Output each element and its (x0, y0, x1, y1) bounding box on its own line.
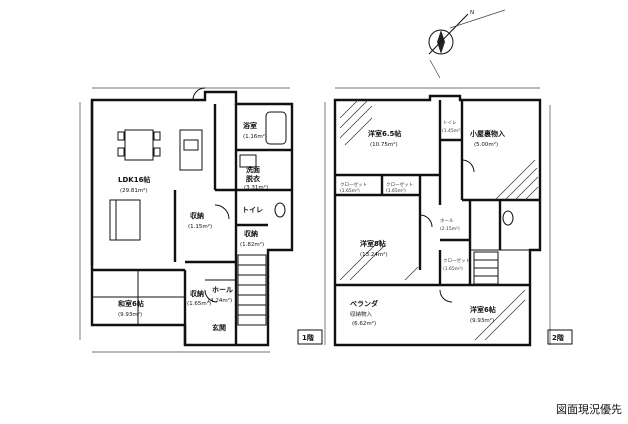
ldk-area: (29.81m²) (120, 187, 148, 194)
floor2-plan: 洋室6.5帖 (10.75m²) 小屋裏物入 (5.00m²) トイレ (1.4… (324, 87, 573, 347)
western3-label: 洋室6帖 (470, 305, 496, 314)
floor1-tag: 1階 (302, 333, 314, 342)
void-hatching (339, 99, 539, 341)
balcony-area: (6.62m²) (352, 320, 376, 327)
wc2-area: (1.45m²) (442, 128, 462, 134)
closet-label: 収納 (244, 229, 258, 238)
hall2-area: (2.15m²) (440, 226, 460, 232)
closet-area: (1.82m²) (240, 241, 264, 248)
genkan-label: 玄関 (212, 323, 226, 332)
closet3-area: (1.65m²) (443, 266, 463, 272)
storage-room-area: (5.00m²) (474, 141, 498, 148)
storage-area: (1.15m²) (188, 223, 212, 230)
floor2-tag: 2階 (552, 333, 564, 342)
balcony-label-2: 収納物入 (350, 310, 373, 318)
storage-room-label: 小屋裏物入 (469, 129, 505, 138)
closet3-label: クローゼット (443, 257, 470, 264)
washitsu-area: (9.93m²) (118, 311, 142, 318)
floor1-plan: LDK16帖 (29.81m²) 浴室 (1.16m²) 洗面 脱衣 (3.31… (79, 87, 323, 353)
closet2-area: (1.65m²) (386, 188, 406, 194)
storage2-label: 収納 (190, 289, 204, 298)
storage2-area: (1.65m²) (187, 300, 211, 307)
western1-area: (10.75m²) (370, 141, 398, 148)
storage-label: 収納 (190, 211, 204, 220)
caption-text: 図面現況優先 (556, 403, 622, 416)
washroom-label: 洗面 (246, 165, 260, 174)
western2-area: (13.24m²) (360, 251, 388, 258)
bath-label: 浴室 (243, 121, 257, 130)
wc-label: トイレ (242, 206, 263, 214)
hall-area: (4.24m²) (208, 297, 232, 304)
wc2-label: トイレ (443, 121, 457, 126)
washroom-label-2: 脱衣 (246, 174, 261, 183)
closet1-label: クローゼット (340, 181, 367, 188)
washitsu-label: 和室6帖 (117, 299, 144, 308)
hall2-label: ホール (440, 218, 454, 224)
closet2-label: クローゼット (386, 181, 413, 188)
compass-north-label: N (470, 10, 474, 16)
floor1-stairs (237, 254, 267, 326)
hall-label: ホール (212, 286, 233, 294)
western1-label: 洋室6.5帖 (368, 129, 401, 138)
closet1-area: (1.65m²) (340, 188, 360, 194)
ldk-label: LDK16帖 (118, 175, 150, 184)
floor2-stairs (473, 251, 499, 285)
bath-area: (1.16m²) (243, 133, 267, 140)
western3-area: (9.93m²) (470, 317, 494, 324)
western2-label: 洋室8帖 (360, 239, 386, 248)
washroom-area: (3.31m²) (244, 184, 268, 191)
balcony-label: ベランダ (350, 299, 378, 308)
compass-rose: N (428, 9, 506, 79)
